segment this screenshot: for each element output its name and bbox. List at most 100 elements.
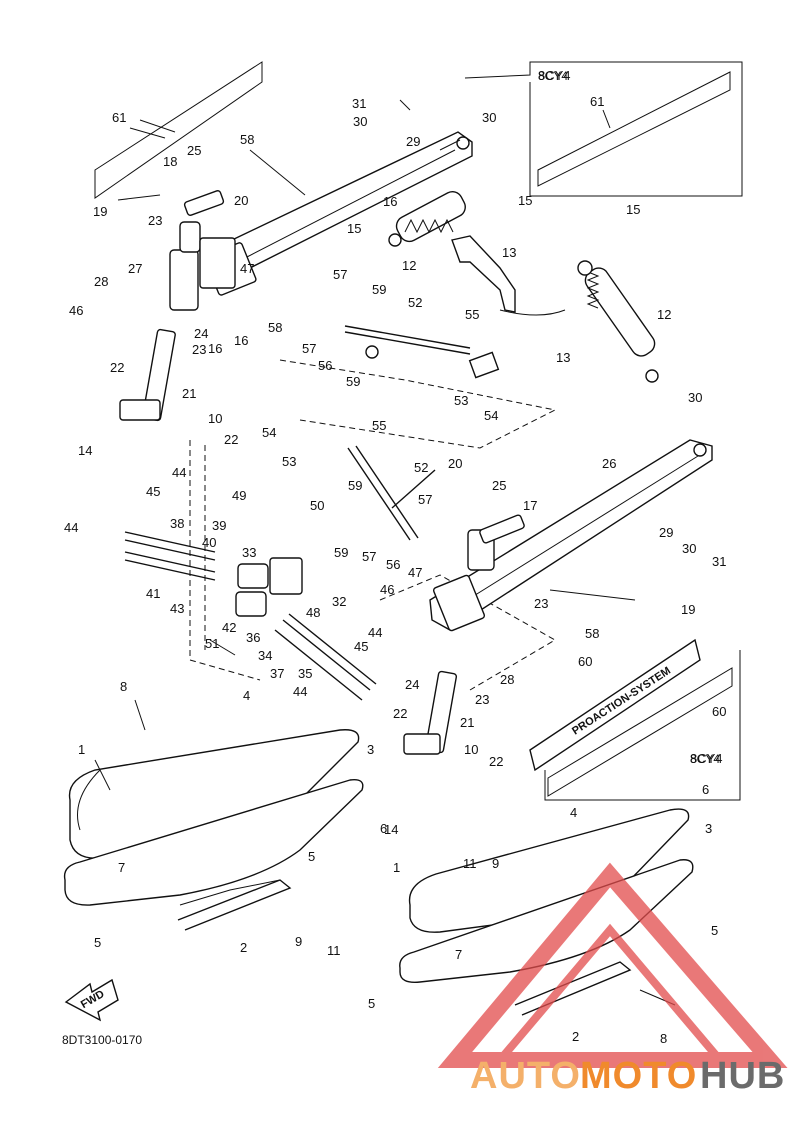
lower-suspension-arm	[429, 439, 713, 632]
callout-41: 41	[146, 586, 160, 601]
callout-56: 56	[386, 557, 400, 572]
callout-54: 54	[484, 408, 498, 423]
callout-60: 60	[712, 704, 726, 719]
callout-45: 45	[354, 639, 368, 654]
callout-23: 23	[534, 596, 548, 611]
callout-29: 29	[406, 134, 420, 149]
callout-36: 36	[246, 630, 260, 645]
callout-22: 22	[489, 754, 503, 769]
leader-dashed-right	[379, 574, 557, 691]
leader-dashed-top	[279, 359, 557, 449]
callout-3: 3	[367, 742, 374, 757]
callout-17: 17	[523, 498, 537, 513]
watermark-part2: MOTO	[580, 1055, 697, 1097]
callout-18: 18	[163, 154, 177, 169]
callout-46: 46	[380, 582, 394, 597]
callout-44: 44	[368, 625, 382, 640]
callout-52: 52	[414, 460, 428, 475]
watermark-triangle	[437, 862, 788, 1068]
callout-58: 58	[240, 132, 254, 147]
callout-47: 47	[408, 565, 422, 580]
callout-20: 20	[448, 456, 462, 471]
callout-55: 55	[372, 418, 386, 433]
callout-47: 47	[240, 261, 254, 276]
leader-dashed-mid	[189, 440, 261, 681]
decal-60: PROACTION-SYSTEM	[529, 638, 701, 772]
callout-6: 6	[702, 782, 709, 797]
callout-25: 25	[492, 478, 506, 493]
callout-1: 1	[393, 860, 400, 875]
callout-46: 46	[69, 303, 83, 318]
callout-57: 57	[418, 492, 432, 507]
callout-29: 29	[659, 525, 673, 540]
shock-absorber-upper	[388, 190, 466, 247]
callout-5: 5	[711, 923, 718, 938]
spindle-assembly-top	[119, 190, 236, 422]
callout-40: 40	[202, 535, 216, 550]
callout-32: 32	[332, 594, 346, 609]
variant-box-bottom	[544, 650, 741, 801]
callout-49: 49	[232, 488, 246, 503]
callout-3: 3	[705, 821, 712, 836]
callout-61: 61	[112, 110, 126, 125]
watermark-brand: AUTO MOTO HUB	[470, 1055, 784, 1097]
callout-22: 22	[110, 360, 124, 375]
callout-28: 28	[94, 274, 108, 289]
ski-left	[63, 729, 364, 931]
callout-31: 31	[352, 96, 366, 111]
callout-43: 43	[170, 601, 184, 616]
callout-50: 50	[310, 498, 324, 513]
callout-22: 22	[224, 432, 238, 447]
callout-15: 15	[347, 221, 361, 236]
callout-52: 52	[408, 295, 422, 310]
callout-5: 5	[94, 935, 101, 950]
callout-13: 13	[556, 350, 570, 365]
callout-26: 26	[602, 456, 616, 471]
callout-2: 2	[240, 940, 247, 955]
callout-59: 59	[372, 282, 386, 297]
callout-58: 58	[268, 320, 282, 335]
callout-25: 25	[187, 143, 201, 158]
callout-55: 55	[465, 307, 479, 322]
callout-57: 57	[362, 549, 376, 564]
callout-8: 8	[660, 1031, 667, 1046]
callout-21: 21	[460, 715, 474, 730]
callout-8: 8	[120, 679, 127, 694]
callout-33: 33	[242, 545, 256, 560]
spindle-assembly-middle	[403, 514, 525, 755]
tie-rod-top	[344, 325, 500, 379]
callout-12: 12	[402, 258, 416, 273]
callout-14: 14	[78, 443, 92, 458]
callout-58: 58	[585, 626, 599, 641]
callout-59: 59	[348, 478, 362, 493]
callout-39: 39	[212, 518, 226, 533]
callout-30: 30	[482, 110, 496, 125]
callout-6: 6	[380, 821, 387, 836]
bracket-lever	[451, 235, 566, 316]
center-rods	[124, 531, 377, 701]
callout-13: 13	[502, 245, 516, 260]
callout-23: 23	[475, 692, 489, 707]
callout-38: 38	[170, 516, 184, 531]
callout-9: 9	[295, 934, 302, 949]
watermark-part1: AUTO	[470, 1055, 581, 1097]
callout-54: 54	[262, 425, 276, 440]
callout-34: 34	[258, 648, 272, 663]
shock-absorber-right	[577, 260, 659, 383]
callout-20: 20	[234, 193, 248, 208]
callout-10: 10	[208, 411, 222, 426]
callout-8CY4: 8CY4	[690, 751, 723, 766]
callout-16: 16	[383, 194, 397, 209]
drawing-code: 8DT3100-0170	[62, 1033, 142, 1047]
callout-59: 59	[346, 374, 360, 389]
callout-16: 16	[208, 341, 222, 356]
callout-7: 7	[455, 947, 462, 962]
callout-24: 24	[194, 326, 208, 341]
callout-5: 5	[368, 996, 375, 1011]
callout-37: 37	[270, 666, 284, 681]
tie-rod-middle	[347, 445, 436, 541]
callout-19: 19	[681, 602, 695, 617]
callout-7: 7	[118, 860, 125, 875]
callout-23: 23	[148, 213, 162, 228]
